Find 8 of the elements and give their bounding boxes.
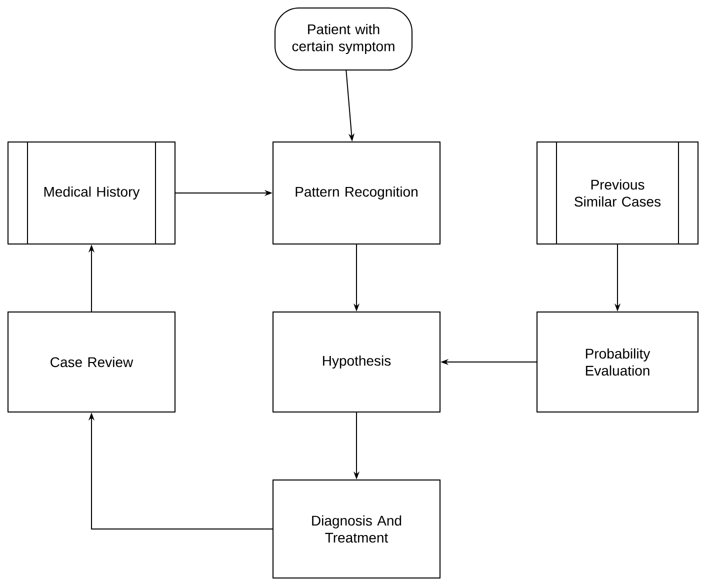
subroutine-box: Previous Similar Cases	[536, 141, 698, 245]
subroutine-box: Medical History	[8, 141, 176, 245]
process-box: Pattern Recognition	[272, 142, 440, 244]
process-box: Probability Evaluation	[536, 312, 698, 412]
process-box: Case Review	[8, 312, 176, 412]
terminal-box: Patient with certain symptom	[274, 8, 412, 70]
process-box: Diagnosis And Treatment	[272, 480, 440, 578]
process-box: Hypothesis	[272, 312, 440, 412]
